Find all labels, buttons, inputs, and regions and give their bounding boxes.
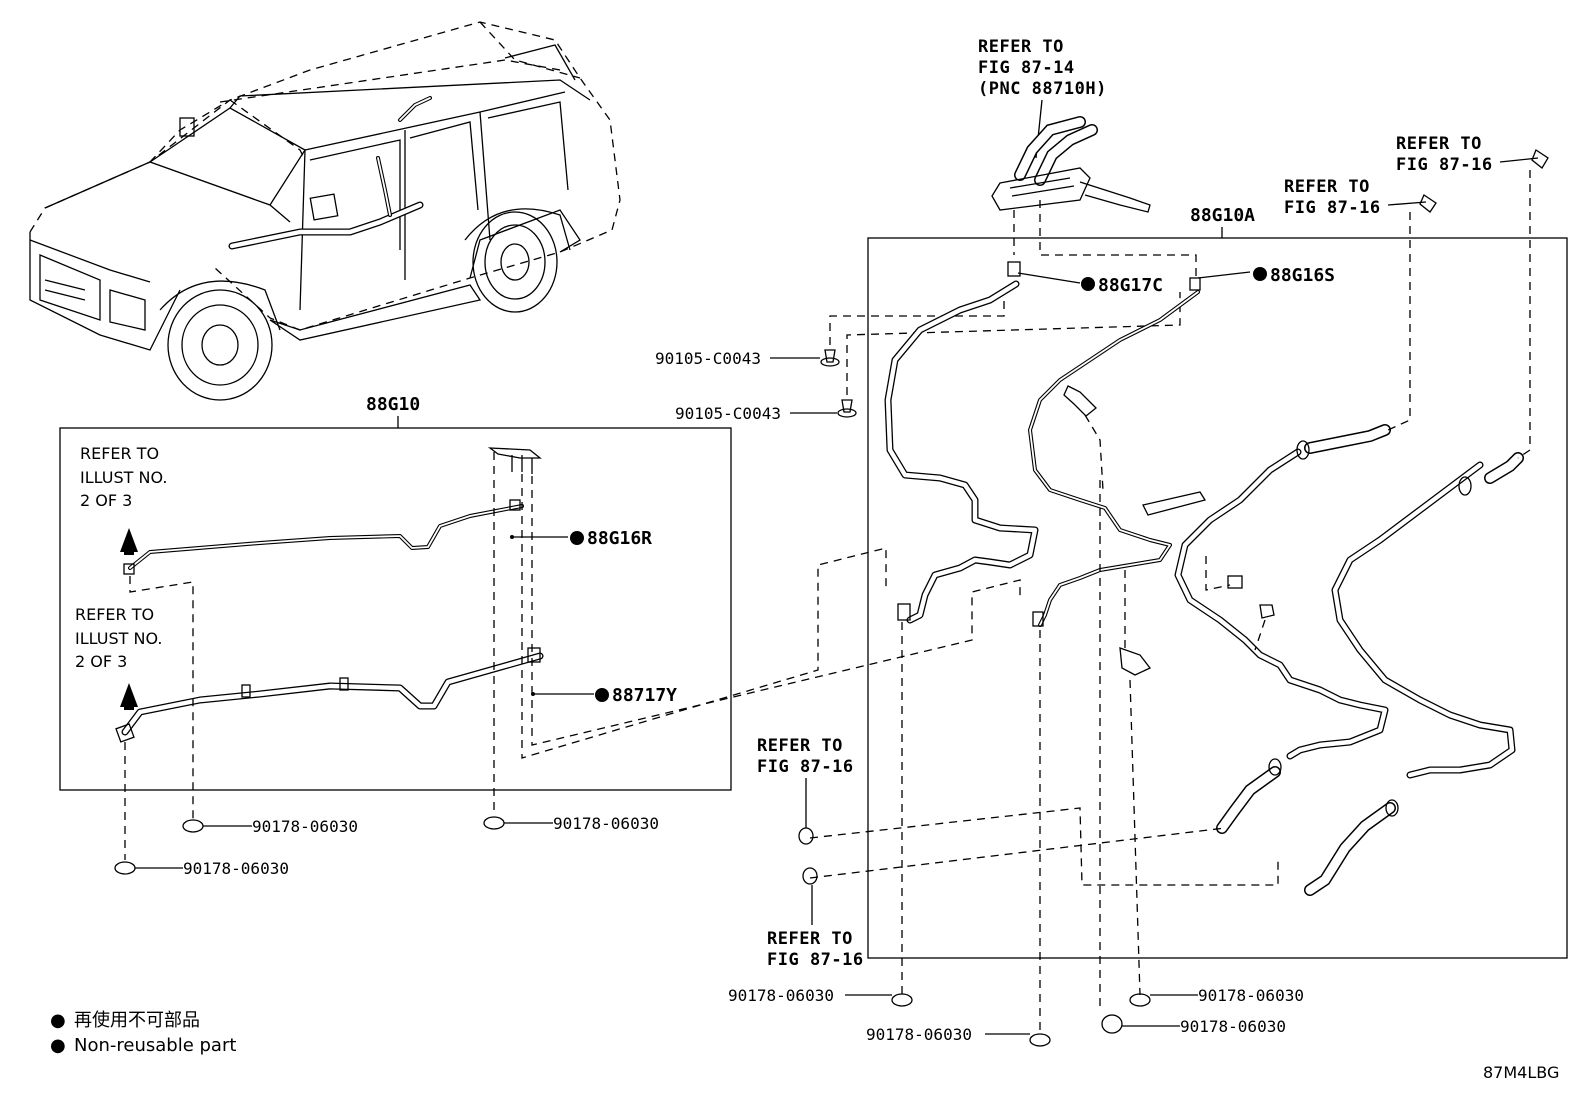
refer-fig-line: FIG 87-16 [757,757,854,777]
refer-illust-line: REFER TO [80,444,159,463]
refer-illust-line: ILLUST NO. [75,629,162,648]
nut-icon [483,816,505,830]
upper-connector-group: REFER TO FIG 87-14 (PNC 88710H) 88G17C 8… [978,37,1335,296]
non-reusable-dot-icon [570,531,584,545]
refer-illust-line: REFER TO [75,605,154,624]
bolt-icon [841,399,853,413]
part-nut-label: 90178-06030 [728,986,834,1005]
non-reusable-dot-icon [595,688,609,702]
part-88G16S: 88G16S [1270,265,1335,286]
legend-text: Non-reusable part [74,1035,236,1056]
nut-icon [1029,1033,1051,1047]
nut-icon [1129,993,1151,1007]
refer-fig-line: FIG 87-16 [767,950,864,970]
part-nut-label: 90178-06030 [1180,1017,1286,1036]
nut-icon [1101,1014,1123,1034]
clamp [527,647,541,663]
assembly-label-88G10A: 88G10A [1190,205,1255,226]
part-88717Y: 88717Y [612,685,677,706]
refer-illust-line: ILLUST NO. [80,468,167,487]
refer-fig-line: FIG 87-16 [1396,155,1493,175]
non-reusable-dot-icon [1253,267,1267,281]
nut-icon [114,861,136,875]
nut-group-right: 90178-06030 90178-06030 90178-06030 9017… [728,986,1304,1047]
part-nut-label: 90178-06030 [866,1025,972,1044]
clamp [241,684,251,698]
refer-fig-line: REFER TO [1284,177,1370,197]
legend-symbol: ● [50,1010,66,1031]
assembly-box-88G10 [59,427,732,791]
part-88G16R: 88G16R [587,528,652,549]
part-88G17C: 88G17C [1098,275,1163,296]
refer-fig-line: REFER TO [1396,134,1482,154]
assembly-88G10: 88G10 REFER TO ILLUST NO. [59,394,1021,860]
refer-illust-line: 2 OF 3 [80,491,132,510]
pipe-end-fitting [123,563,135,575]
part-nut-label: 90178-06030 [183,859,289,878]
diagram-code: 87M4LBG [1483,1063,1559,1082]
refer-illust-line: 2 OF 3 [75,652,127,671]
refer-fig-line: (PNC 88710H) [978,79,1107,99]
legend-text: 再使用不可部品 [74,1010,200,1031]
bolt-icon [824,349,836,363]
refer-fig-87-16-group: REFER TO FIG 87-16 REFER TO FIG 87-16 RE… [757,134,1549,970]
part-nut-label: 90178-06030 [1198,986,1304,1005]
refer-fig-line: FIG 87-14 [978,58,1075,78]
part-nut-label: 90178-06030 [252,817,358,836]
vehicle-illustration [29,21,621,401]
non-reusable-dot-icon [1081,277,1095,291]
assembly-box-88G10A [867,237,1568,959]
assembly-88G10A: 88G10A [809,170,1568,1035]
part-nut-label: 90178-06030 [553,814,659,833]
refer-fig-line: REFER TO [767,929,853,949]
refer-fig-line: REFER TO [978,37,1064,57]
nut-group-left: 90178-06030 90178-06030 90178-06030 [114,814,659,878]
refer-fig-line: REFER TO [757,736,843,756]
bolt-group: 90105-C0043 90105-C0043 [655,290,1181,423]
nut-icon [891,993,913,1007]
part-bolt-label: 90105-C0043 [675,404,781,423]
part-bolt-label: 90105-C0043 [655,349,761,368]
legend-symbol: ● [50,1035,66,1056]
refer-fig-line: FIG 87-16 [1284,198,1381,218]
clamp [339,677,349,691]
assembly-label-88G10: 88G10 [366,394,420,415]
pipe-end-fitting [115,723,135,743]
legend: ● 再使用不可部品 ● Non-reusable part [50,1010,236,1056]
nut-icon [182,819,204,833]
